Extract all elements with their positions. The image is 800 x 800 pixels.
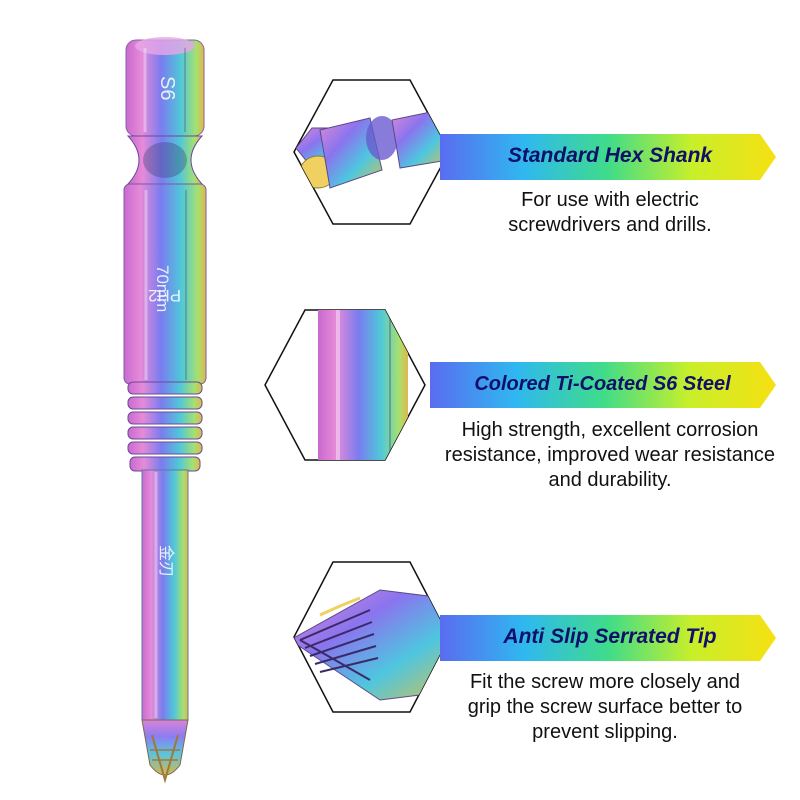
feature-description-1: For use with electric screwdrivers and d…	[508, 189, 712, 236]
feature-banner-1	[440, 134, 776, 180]
serrated-tip-detail-icon	[293, 561, 450, 713]
feature-banner-2	[430, 362, 776, 408]
coated-steel-detail-icon	[264, 309, 426, 461]
feature-description-3: Fit the screw more closely and grip the …	[467, 671, 743, 743]
bit-grade-marking: S6	[156, 76, 178, 101]
bit-length-marking: 70mm	[153, 265, 172, 313]
screwdriver-bit-icon	[123, 37, 207, 784]
feature-title-1: Standard Hex Shank	[507, 144, 713, 167]
feature-title-3: Anti Slip Serrated Tip	[503, 625, 717, 648]
feature-description-2: High strength, excellent corrosion resis…	[444, 419, 776, 491]
feature-title-2: Colored Ti-Coated S6 Steel	[474, 373, 731, 395]
bit-brand-marking: 金刃	[157, 545, 174, 578]
feature-banner-3	[440, 615, 776, 661]
hex-shank-detail-icon	[293, 79, 450, 225]
